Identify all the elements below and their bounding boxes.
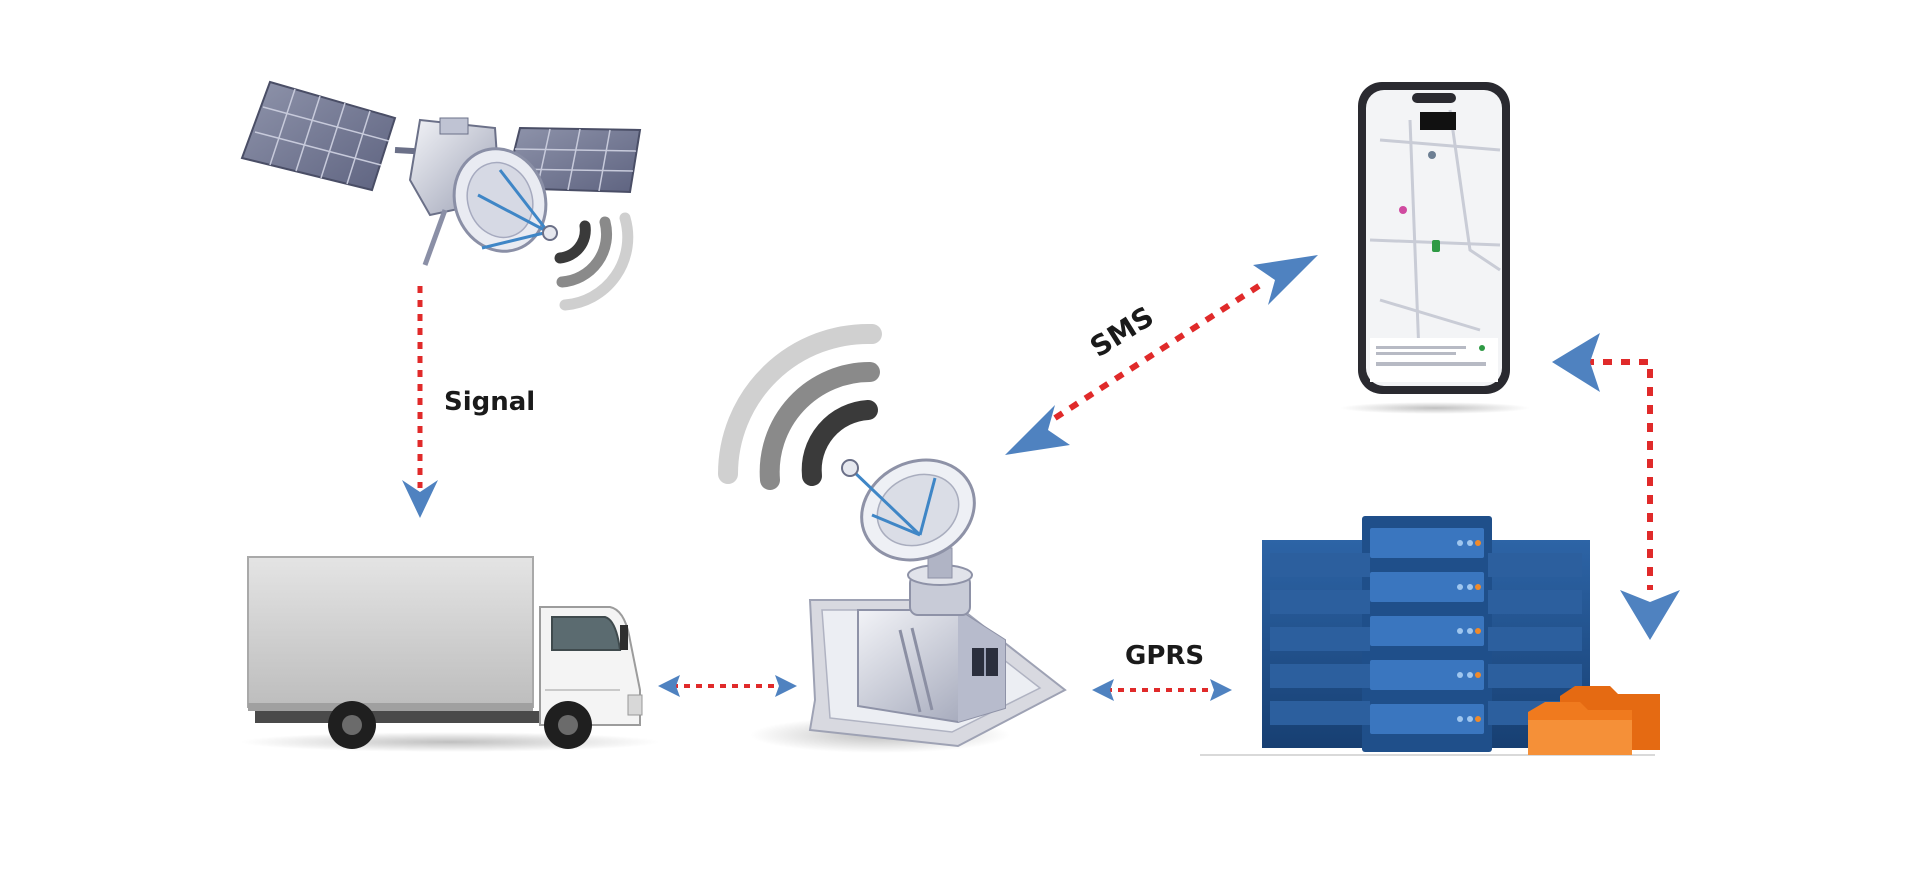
signal-label: Signal xyxy=(444,387,535,417)
truck-station-arrow xyxy=(658,675,797,697)
sms-arrow xyxy=(1005,255,1318,455)
truck-icon xyxy=(240,556,660,752)
gprs-label: GPRS xyxy=(1125,641,1204,671)
smartphone-map-icon xyxy=(1340,82,1530,414)
phone-server-arrow xyxy=(1552,333,1680,640)
folder-icon xyxy=(1528,686,1660,755)
satellite-dish-station-icon xyxy=(718,323,1067,753)
gprs-arrow xyxy=(1092,679,1232,701)
signal-arrow xyxy=(402,286,438,518)
satellite-icon xyxy=(240,80,642,311)
